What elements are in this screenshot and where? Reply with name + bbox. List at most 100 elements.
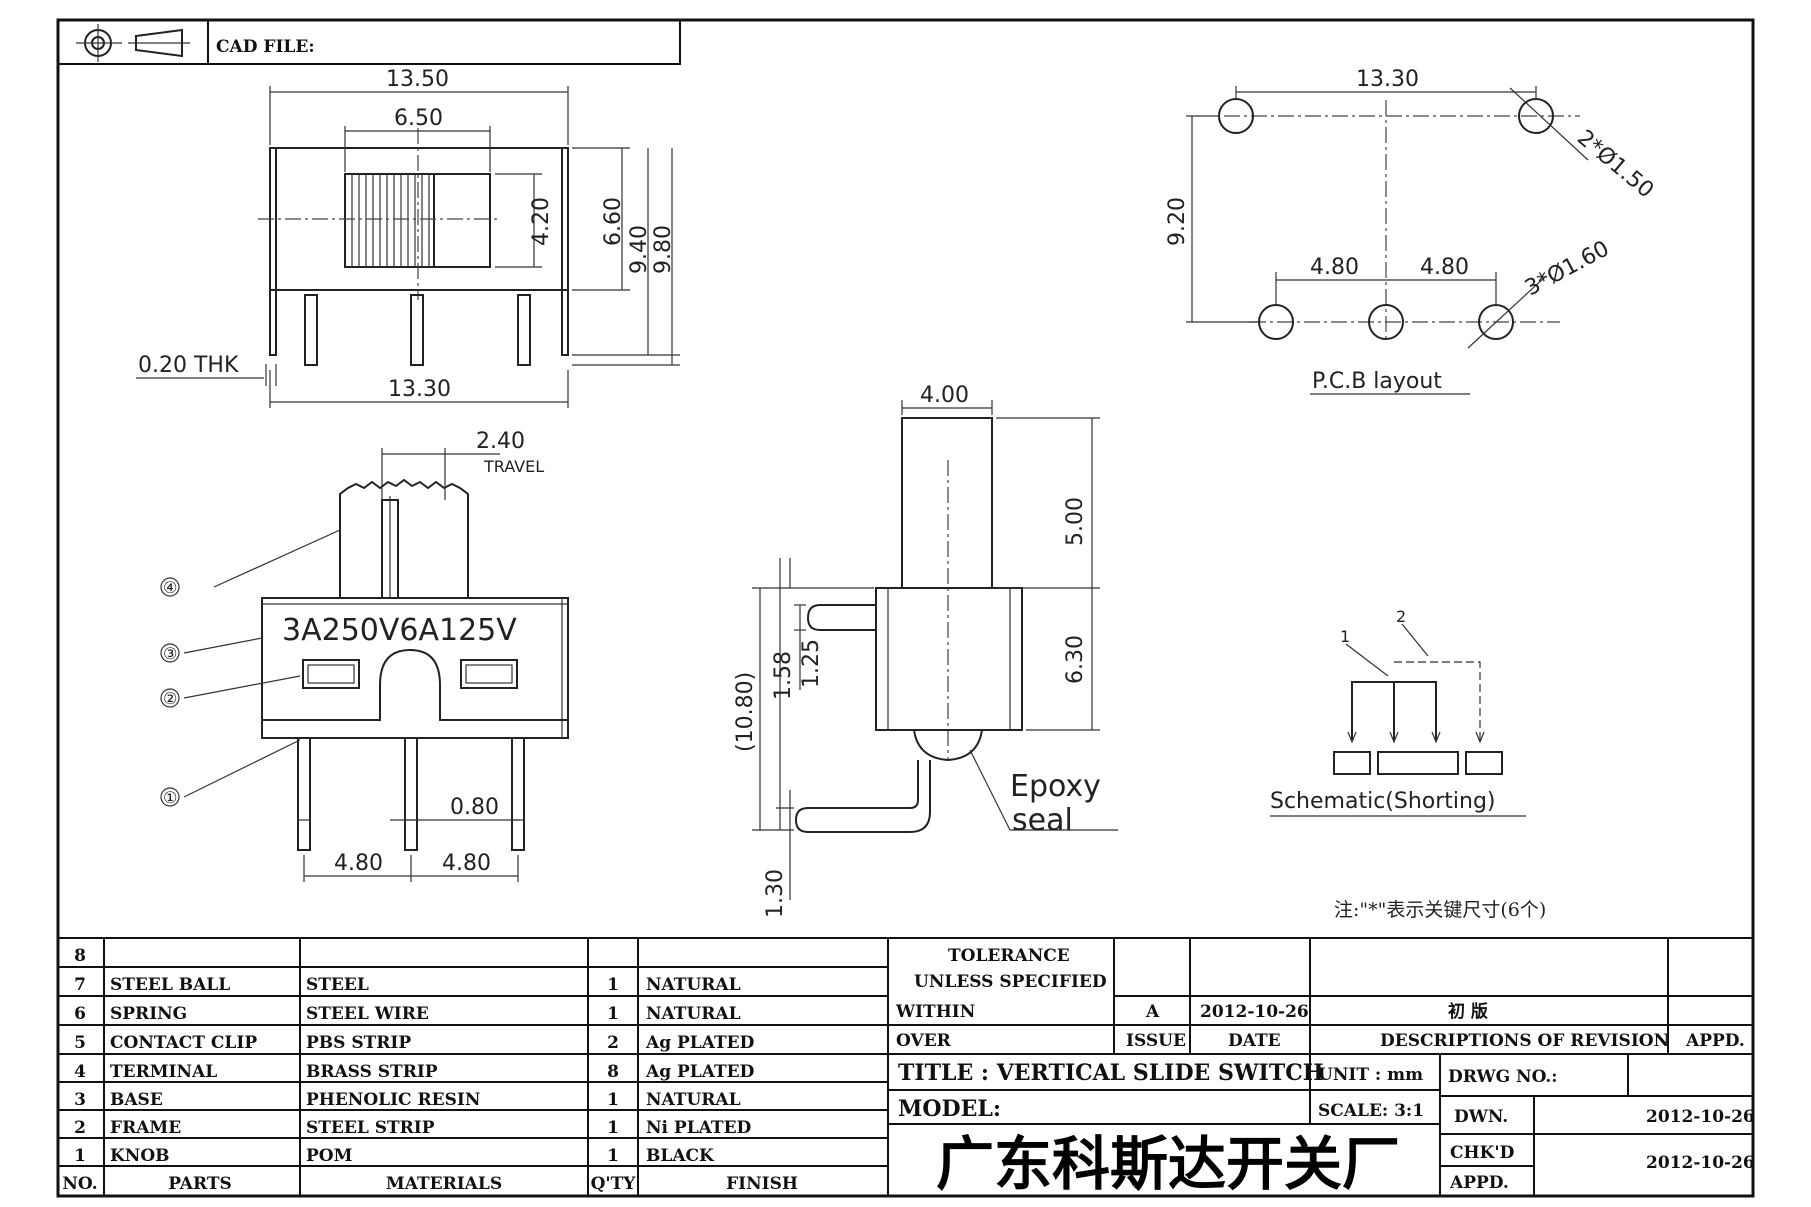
bom-part: TERMINAL	[110, 1062, 217, 1082]
dim-pin-span: 13.30	[388, 377, 451, 402]
tolerance-line2: UNLESS SPECIFIED	[914, 972, 1107, 992]
bom-part: KNOB	[110, 1146, 170, 1166]
appd2-label: APPD.	[1449, 1173, 1509, 1193]
chkd-date: 2012-10-26	[1646, 1153, 1755, 1173]
dim-pitch-right: 4.80	[442, 851, 491, 876]
key-dimension-note: 注:"*"表示关键尺寸(6个)	[1334, 899, 1546, 921]
title-block: TOLERANCE UNLESS SPECIFIED WITHIN OVER A…	[888, 938, 1755, 1198]
appd-label: APPD.	[1685, 1031, 1745, 1051]
front-view: 3A250V6A125V 2.40 TRAVEL 0.80 4.80 4.80 …	[160, 429, 569, 882]
body-marking: 3A250V6A125V	[282, 613, 517, 648]
pcb-hole	[1368, 304, 1404, 340]
header-box: CAD FILE:	[58, 20, 681, 65]
dim-knob-width: 4.00	[920, 383, 969, 408]
dim-height-a: 9.40	[627, 225, 652, 274]
bom-finish: Ag PLATED	[645, 1062, 755, 1082]
drwg-no-label: DRWG NO.:	[1448, 1067, 1558, 1087]
bom-qty: 1	[607, 1118, 619, 1138]
drawing-title: TITLE : VERTICAL SLIDE SWITCH	[898, 1060, 1324, 1086]
bom-qty: 1	[607, 1146, 619, 1166]
company-name: 广东科斯达开关厂	[936, 1130, 1400, 1198]
chkd-label: CHK'D	[1450, 1143, 1515, 1163]
dim-overall-width: 13.50	[386, 67, 449, 92]
tolerance-line1: TOLERANCE	[948, 946, 1070, 966]
model-label: MODEL:	[898, 1096, 1001, 1122]
dim-a: 1.58	[771, 651, 796, 700]
dwn-date: 2012-10-26	[1646, 1107, 1755, 1127]
bom-finish: BLACK	[646, 1146, 715, 1166]
bom-no: 8	[74, 946, 86, 966]
dwn-label: DWN.	[1454, 1107, 1508, 1127]
bom-finish: NATURAL	[646, 1090, 741, 1110]
dim-body-height-side: 6.30	[1063, 635, 1088, 684]
callout-2: ②	[160, 688, 180, 708]
dim-height-b: 9.80	[651, 225, 676, 274]
side-view: 4.00 5.00 6.30 (10.80) 1.58 1.25 1.30 Ep…	[733, 383, 1118, 918]
dim-thickness: 0.20 THK	[138, 353, 239, 378]
rev-description: 初 版	[1448, 1001, 1488, 1022]
dim-pin-width: 0.80	[450, 795, 499, 820]
callout-3: ③	[160, 643, 180, 663]
bom-finish: NATURAL	[646, 975, 741, 995]
rev-date: 2012-10-26	[1200, 1002, 1309, 1022]
pcb-dim-pitch-left: 4.80	[1310, 255, 1359, 280]
bom-qty: 1	[607, 1004, 619, 1024]
bom-header-no: NO.	[62, 1174, 97, 1194]
schematic-label-1: 1	[1340, 627, 1350, 646]
within-label: WITHIN	[895, 1002, 975, 1022]
cad-file-label: CAD FILE:	[216, 37, 315, 57]
travel-label: TRAVEL	[483, 457, 544, 476]
callout-4: ④	[160, 577, 180, 597]
unit-label: UNIT : mm	[1318, 1065, 1423, 1085]
dim-slot-width: 6.50	[394, 106, 443, 131]
top-view: 13.50 6.50 4.20 6.60 9.40 9.80 0.20 THK …	[136, 67, 680, 408]
dim-knob-height-side: 5.00	[1063, 497, 1088, 546]
bom-no: 4	[74, 1062, 86, 1082]
dim-lead: 1.30	[763, 869, 788, 918]
bom-header-material: MATERIALS	[386, 1174, 502, 1194]
bom-material: BRASS STRIP	[306, 1062, 438, 1082]
issue-label: ISSUE	[1126, 1031, 1186, 1051]
pcb-dim-width: 13.30	[1356, 67, 1419, 92]
dim-knob-height: 4.20	[529, 197, 554, 246]
pcb-layout: 13.30 9.20 4.80 4.80 2*Ø1.50 3*Ø1.60 P.C…	[1165, 67, 1658, 395]
bom-qty: 2	[607, 1033, 619, 1053]
seal-label: seal	[1012, 803, 1073, 838]
bom-header-finish: FINISH	[726, 1174, 798, 1194]
projection-symbol-icon	[76, 24, 190, 62]
bom-header-qty: Q'TY	[591, 1174, 637, 1194]
bom-no: 3	[74, 1090, 86, 1110]
bom-part: CONTACT CLIP	[110, 1033, 257, 1053]
date-label: DATE	[1228, 1031, 1281, 1051]
over-label: OVER	[896, 1031, 952, 1051]
scale-label: SCALE: 3:1	[1318, 1101, 1424, 1121]
bom-part: SPRING	[110, 1004, 187, 1024]
schematic-label-2: 2	[1396, 607, 1406, 626]
bom-no: 7	[74, 975, 86, 995]
callout-2-label: ②	[163, 689, 177, 708]
dim-total: (10.80)	[733, 672, 758, 752]
rev-issue: A	[1145, 1002, 1160, 1022]
bom-part: FRAME	[110, 1118, 181, 1138]
bom-material: POM	[306, 1146, 353, 1166]
dim-b: 1.25	[799, 639, 824, 688]
dim-body-height: 6.60	[601, 197, 626, 246]
pcb-hole-small-label: 3*Ø1.60	[1521, 236, 1613, 301]
bom-no: 1	[74, 1146, 86, 1166]
bom-material: PHENOLIC RESIN	[306, 1090, 480, 1110]
bom-material: STEEL WIRE	[306, 1004, 429, 1024]
bom-finish: Ni PLATED	[646, 1118, 752, 1138]
dim-travel: 2.40	[476, 429, 525, 454]
callout-3-label: ③	[163, 644, 177, 663]
pcb-hole	[1258, 304, 1294, 340]
bom-no: 6	[74, 1004, 86, 1024]
bom-finish: NATURAL	[646, 1004, 741, 1024]
bom-qty: 1	[607, 975, 619, 995]
bom-material: STEEL	[306, 975, 369, 995]
pcb-dim-height: 9.20	[1165, 197, 1190, 246]
callout-1: ①	[160, 787, 180, 807]
epoxy-label: Epoxy	[1010, 769, 1101, 804]
bom-no: 2	[74, 1118, 86, 1138]
bom-part: STEEL BALL	[110, 975, 230, 995]
